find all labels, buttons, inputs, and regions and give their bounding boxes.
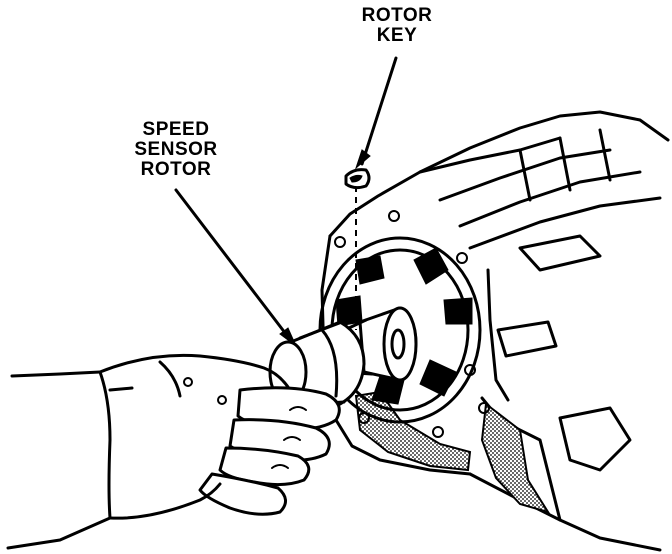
rotor-key-label: ROTOR KEY [344,6,450,46]
speed-sensor-rotor-label-line-2: SENSOR [134,139,218,160]
hand-illustration [6,353,341,550]
leader-lines [174,56,398,348]
speed-sensor-rotor-label-line-1: SPEED [142,119,210,140]
speed-sensor-rotor-label: SPEED SENSOR ROTOR [118,120,234,180]
transmission-housing [320,110,670,552]
speed-sensor-rotor-label-line-3: ROTOR [140,159,212,180]
extension-flange [318,186,482,424]
rotor-key-part [344,168,371,190]
rotor-key-label-line-1: ROTOR [361,5,433,26]
leader-speed-sensor-rotor [174,188,294,344]
leader-rotor-key [360,56,398,166]
rotor-key-label-line-2: KEY [376,25,418,46]
